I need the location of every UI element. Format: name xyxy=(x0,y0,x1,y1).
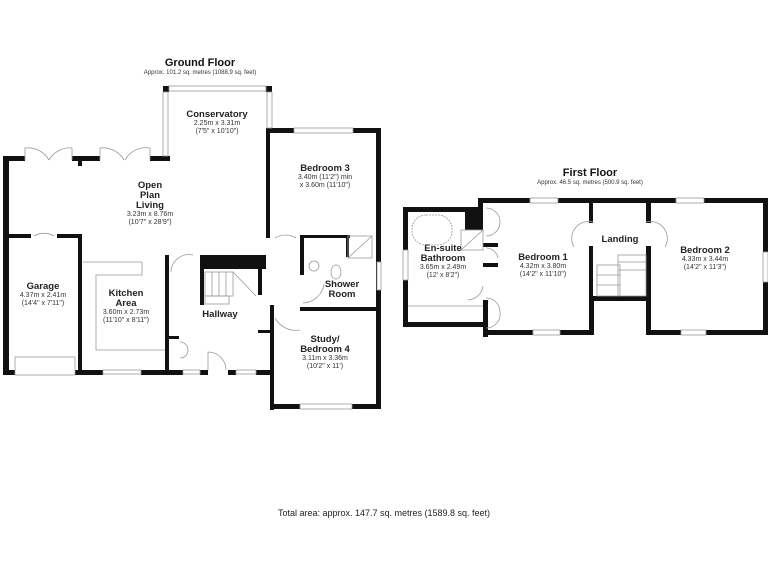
room-dimension-imperial: (7'5" x 10'10") xyxy=(195,127,239,135)
room-garage: Garage 4.37m x 2.41m (14'4" x 7'11") xyxy=(8,282,78,307)
room-name-line2: Area xyxy=(115,297,137,309)
room-name: Landing xyxy=(601,234,639,245)
room-dimension-imperial: (14'4" x 7'11") xyxy=(21,299,65,307)
room-name-line2: Plan xyxy=(139,189,161,201)
first-floor-windows xyxy=(402,197,768,336)
room-dimension-imperial: (10'7" x 28'9") xyxy=(128,218,172,226)
room-dimension-metric: 3.65m x 2.49m xyxy=(419,263,467,271)
room-dimension-metric: 3.11m x 3.36m xyxy=(302,354,348,362)
room-bedroom-2: Bedroom 2 4.33m x 3.44m (14'2" x 11'3") xyxy=(665,246,745,271)
room-bedroom-1: Bedroom 1 4.32m x 3.80m (14'2" x 11'10") xyxy=(503,253,583,278)
total-area: Total area: approx. 147.7 sq. metres (15… xyxy=(277,508,491,518)
room-ensuite-bathroom: En-suite Bathroom 3.65m x 2.49m (12' x 8… xyxy=(410,244,476,279)
room-open-plan-living: Open Plan Living 3.23m x 8.76m (10'7" x … xyxy=(110,181,190,226)
ground-floor-windows xyxy=(14,85,382,410)
room-conservatory: Conservatory 2.25m x 3.31m (7'5" x 10'10… xyxy=(172,110,262,135)
ground-floor-area: Approx. 101.2 sq. metres (1088.9 sq. fee… xyxy=(143,70,257,76)
room-dimension-imperial: x 3.60m (11'10") xyxy=(299,181,351,189)
room-dimension-imperial: (11'10" x 8'11") xyxy=(103,316,149,324)
room-name-line2: Room xyxy=(328,288,356,300)
room-dimension-metric: 3.60m x 2.73m xyxy=(102,308,150,316)
room-dimension-metric: 3.40m (11'2") min xyxy=(297,173,353,181)
room-dimension-imperial: (10'2" x 11') xyxy=(306,362,344,370)
room-dimension-imperial: (14'2" x 11'10") xyxy=(519,270,567,278)
room-name-line1: Kitchen xyxy=(108,288,144,299)
room-dimension-metric: 4.37m x 2.41m xyxy=(19,291,67,299)
room-study-bedroom-4: Study/ Bedroom 4 3.11m x 3.36m (10'2" x … xyxy=(280,335,370,370)
room-name-line2: Bathroom xyxy=(420,252,466,264)
first-floor-fixtures xyxy=(408,207,668,329)
first-floor-area: Approx. 46.5 sq. metres (500.9 sq. feet) xyxy=(537,180,643,186)
room-kitchen-area: Kitchen Area 3.60m x 2.73m (11'10" x 8'1… xyxy=(90,289,162,324)
room-shower-room: Shower Room xyxy=(312,280,372,300)
room-name-line1: En-suite xyxy=(424,243,462,254)
ground-floor-fixtures xyxy=(83,235,373,351)
first-floor-title: First Floor xyxy=(562,167,618,179)
room-bedroom-3: Bedroom 3 3.40m (11'2") min x 3.60m (11'… xyxy=(280,164,370,189)
room-name-line1: Open xyxy=(137,180,163,191)
room-dimension-imperial: (12' x 8'2") xyxy=(426,271,460,279)
room-name-line1: Shower xyxy=(324,279,360,290)
room-name-line2: Bedroom 4 xyxy=(300,343,350,355)
room-name: Conservatory xyxy=(186,109,248,120)
room-landing: Landing xyxy=(594,235,646,245)
room-name: Bedroom 1 xyxy=(518,252,568,263)
room-dimension-metric: 2.25m x 3.31m xyxy=(193,119,241,127)
room-hallway: Hallway xyxy=(190,310,250,320)
room-dimension-metric: 4.33m x 3.44m xyxy=(681,255,729,263)
room-dimension-imperial: (14'2" x 11'3") xyxy=(683,263,727,271)
room-name-line1: Study/ xyxy=(310,334,340,345)
room-name: Bedroom 2 xyxy=(680,245,730,256)
room-name: Garage xyxy=(26,281,60,292)
room-dimension-metric: 3.23m x 8.76m xyxy=(126,210,174,218)
ground-floor-doors xyxy=(24,147,325,371)
ground-floor-title: Ground Floor xyxy=(164,57,236,69)
room-name-line3: Living xyxy=(136,199,164,211)
room-dimension-metric: 4.32m x 3.80m xyxy=(519,262,567,270)
room-name: Bedroom 3 xyxy=(300,163,350,174)
room-name: Hallway xyxy=(202,309,238,320)
